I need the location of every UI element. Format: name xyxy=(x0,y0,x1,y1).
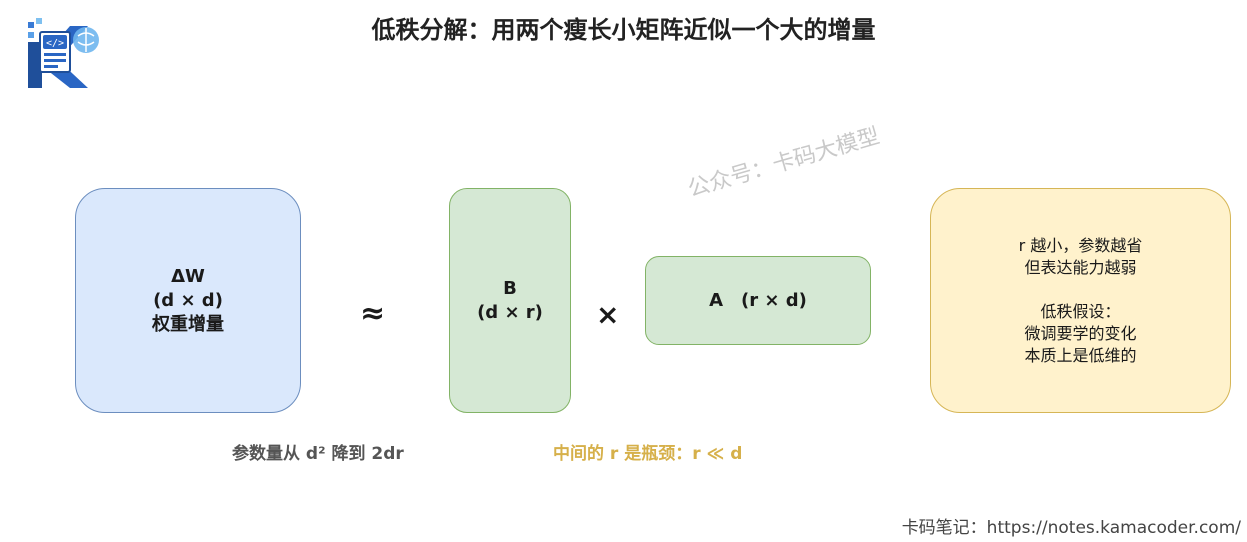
delta-w-label: 权重增量 xyxy=(152,313,224,335)
delta-w-symbol: ΔW xyxy=(171,265,205,287)
matrix-a-box: A (r × d) xyxy=(645,256,871,345)
note-line-2: 但表达能力越弱 xyxy=(1024,257,1137,277)
svg-text:</>: </> xyxy=(46,38,64,49)
note-line-5: 本质上是低维的 xyxy=(1024,345,1137,365)
multiply-symbol: × xyxy=(596,298,620,331)
delta-w-box: ΔW (d × d) 权重增量 xyxy=(75,188,301,413)
page-title: 低秩分解：用两个瘦长小矩阵近似一个大的增量 xyxy=(371,16,876,44)
delta-w-dims: (d × d) xyxy=(153,289,223,311)
matrix-b-box: B (d × r) xyxy=(449,188,571,413)
matrix-b-name: B xyxy=(503,277,517,299)
note-line-4: 微调要学的变化 xyxy=(1024,323,1137,343)
note-line-1: r 越小，参数越省 xyxy=(1018,235,1143,255)
approx-symbol: ≈ xyxy=(360,296,386,331)
note-line-3: 低秩假设： xyxy=(1040,301,1121,321)
kamacoder-k-logo-icon: </> xyxy=(28,18,99,88)
matrix-a-label: A (r × d) xyxy=(709,290,807,311)
bottleneck-caption: 中间的 r 是瓶颈：r ≪ d xyxy=(553,444,743,464)
footer-link[interactable]: 卡码笔记：https://notes.kamacoder.com/ xyxy=(901,518,1241,538)
matrix-b-dims: (d × r) xyxy=(477,301,543,323)
watermark: 公众号：卡码大模型 xyxy=(685,123,883,203)
params-caption: 参数量从 d² 降到 2dr xyxy=(232,444,404,464)
note-box: r 越小，参数越省 但表达能力越弱 低秩假设： 微调要学的变化 本质上是低维的 xyxy=(930,188,1231,413)
